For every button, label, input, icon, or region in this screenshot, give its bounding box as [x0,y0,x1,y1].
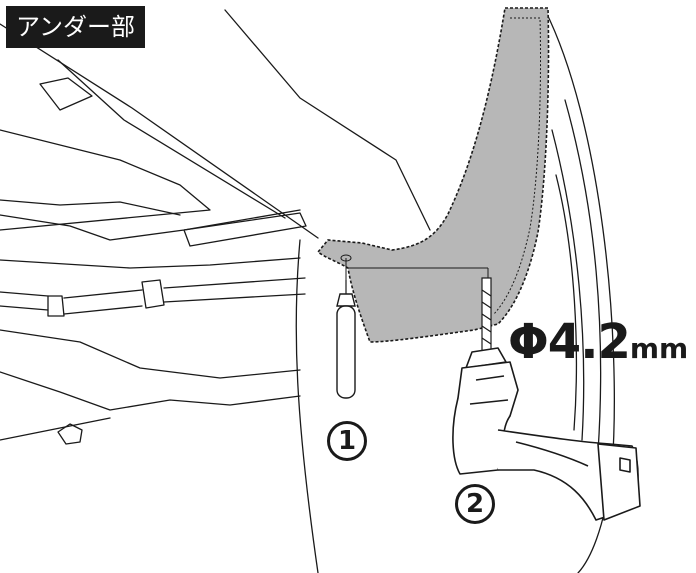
tire-inner [551,129,585,441]
axle-rod-bottom [0,305,49,311]
drill-diameter-text: Φ4.2 [508,314,631,370]
underbody-panel [183,212,307,247]
underbody-lower-edge [0,257,301,269]
electric-drill [452,347,641,521]
axle-rod-right [163,277,306,289]
axle-joint [47,295,65,317]
underbody-contour [0,129,211,231]
mudflap [316,7,550,343]
lower-frame-3 [0,417,111,441]
step-marker-1: 1 [327,421,367,461]
step-marker-2: 2 [455,484,495,524]
tire-tread-2 [555,174,578,431]
wheel-arch-liner [295,239,319,573]
mudflap-inner-edge [493,17,541,315]
axle-shaft-top [63,289,143,299]
drill-bit [481,277,492,353]
underbody-beam-bottom [0,209,301,241]
drill-size-label: Φ4.2mm [508,318,688,366]
body-panel-edge-2 [224,9,431,231]
step-number: 1 [337,426,357,456]
axle-shaft-bottom [63,305,143,315]
tire-outer [544,9,615,573]
underbody-line [39,77,93,111]
section-label: アンダー部 [6,6,146,48]
body-panel-edge [0,23,319,239]
axle-nut [141,279,165,309]
lower-frame [0,329,301,379]
underbody-beam-top [0,199,181,216]
hole-mark [340,254,352,262]
axle-rod-right-2 [163,293,306,303]
drill-diameter-unit: mm [629,332,689,365]
axle-rod-top [0,291,49,297]
lower-bracket [57,423,83,445]
step-number: 2 [465,489,485,519]
tire-tread-1 [564,99,602,453]
body-panel-crease [57,59,286,219]
lower-frame-2 [0,371,301,411]
awl-tool [336,280,356,399]
